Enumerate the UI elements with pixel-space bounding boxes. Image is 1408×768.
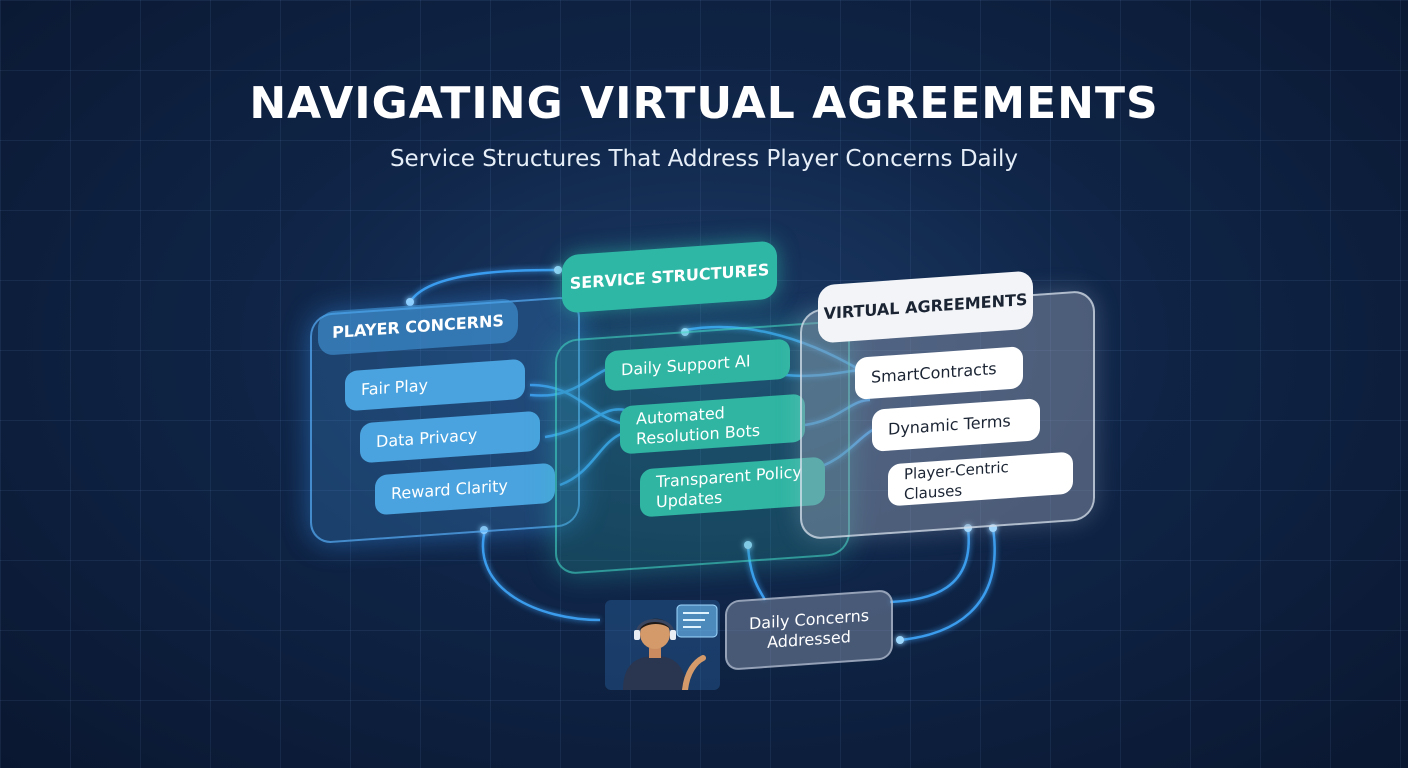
wire-node [480, 526, 488, 534]
wire-node [989, 524, 997, 532]
wire-concerns-to-agent [481, 529, 601, 622]
wire-concerns-to-services [408, 268, 559, 303]
wire-node [681, 328, 689, 336]
wire-node [964, 524, 972, 532]
outcome-box: Daily Concerns Addressed [725, 589, 893, 671]
wire-privacy [544, 408, 626, 439]
wire-services-top [684, 325, 861, 372]
wire-fair-play-1 [529, 383, 631, 427]
page-title: NAVIGATING VIRTUAL AGREEMENTS [249, 78, 1159, 129]
wire-node [554, 266, 562, 274]
wire-node [744, 541, 752, 549]
wire-agreements-to-outcome-1 [889, 527, 970, 604]
wire-node [406, 298, 414, 306]
support-agent-icon [605, 600, 720, 690]
page-subtitle: Service Structures That Address Player C… [389, 146, 1019, 172]
wire-support-to-contracts [784, 368, 861, 378]
wire-bots-to-terms [804, 398, 871, 427]
wire-node [896, 636, 904, 644]
wire-agreements-to-outcome-2 [899, 527, 996, 642]
